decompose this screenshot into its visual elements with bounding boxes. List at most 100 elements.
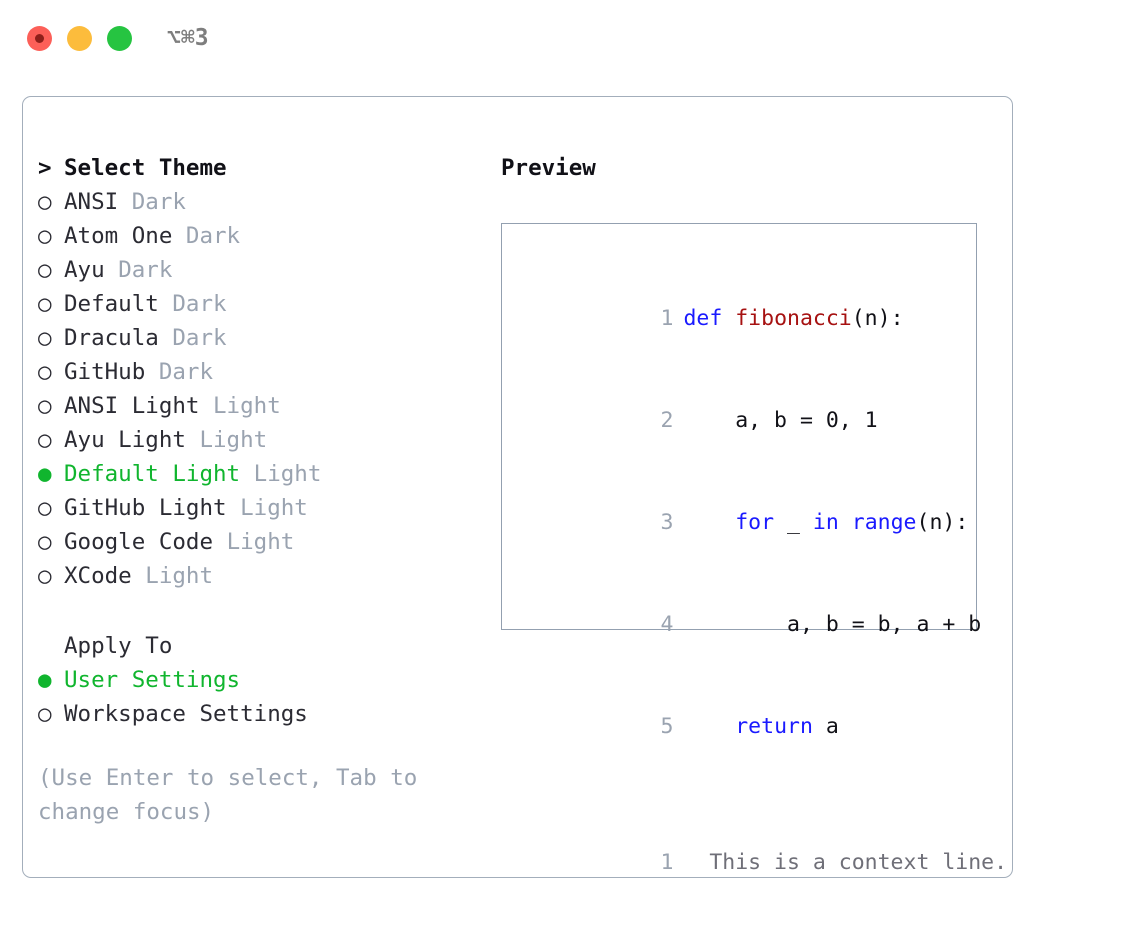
- theme-option-label: ANSI: [64, 189, 119, 215]
- code-token-function: fibonacci: [735, 306, 852, 331]
- window-title: ⌥⌘3: [167, 25, 209, 51]
- code-line: 2 a, b = 0, 1: [502, 370, 976, 472]
- apply-option-label: Workspace Settings: [64, 701, 308, 727]
- apply-option-label: User Settings: [64, 667, 241, 693]
- theme-list-column: >Select Theme ○ANSI Dark ○Atom One Dark …: [38, 151, 478, 829]
- diff-spacer: [502, 778, 976, 812]
- theme-option-variant: Light: [226, 529, 295, 555]
- theme-option-dracula-dark[interactable]: ○Dracula Dark: [38, 321, 478, 355]
- radio-unselected-icon[interactable]: ○: [38, 325, 52, 351]
- radio-unselected-icon[interactable]: ○: [38, 393, 52, 419]
- theme-option-variant: Light: [213, 393, 281, 419]
- traffic-light-group: [27, 26, 132, 51]
- hint-spacer: [38, 731, 478, 761]
- theme-option-github-light[interactable]: ○ GitHub Light Light: [38, 491, 478, 525]
- line-number: 5: [660, 714, 674, 739]
- select-theme-heading: > Select Theme: [38, 151, 478, 185]
- radio-selected-icon[interactable]: ●: [38, 461, 52, 487]
- diff-line-deleted: 2- This line was deleted.: [502, 914, 976, 934]
- code-token-keyword: in: [812, 510, 839, 535]
- theme-option-variant: Light: [145, 563, 214, 589]
- code-line: 5 return a: [502, 676, 976, 778]
- code-token-keyword: return: [735, 714, 813, 739]
- radio-unselected-icon[interactable]: ○: [38, 701, 52, 727]
- radio-unselected-icon[interactable]: ○: [38, 563, 52, 589]
- theme-option-variant: Dark: [131, 189, 186, 215]
- code-token-keyword: for: [735, 510, 775, 535]
- theme-option-label: Atom One: [64, 223, 173, 249]
- radio-unselected-icon[interactable]: ○: [38, 291, 52, 317]
- theme-option-ayu-dark[interactable]: ○ Ayu Dark: [38, 253, 478, 287]
- theme-option-atom-one-dark[interactable]: ○ Atom One Dark: [38, 219, 478, 253]
- preview-heading: Preview: [501, 155, 596, 181]
- keyboard-hint-text: (Use Enter to select, Tab to change focu…: [38, 765, 431, 825]
- theme-option-label: GitHub Light: [64, 495, 227, 521]
- code-token-plain: (n):: [916, 510, 969, 535]
- apply-option-workspace-settings[interactable]: ○ Workspace Settings: [38, 697, 478, 731]
- apply-option-user-settings[interactable]: ● User Settings: [38, 663, 478, 697]
- code-token-plain: [839, 510, 852, 535]
- title-bar: ⌥⌘3: [0, 0, 1140, 78]
- theme-option-label: GitHub: [64, 359, 146, 385]
- theme-option-variant: Light: [199, 427, 268, 453]
- theme-option-label: Ayu Light: [64, 427, 186, 453]
- radio-unselected-icon[interactable]: ○: [38, 223, 52, 249]
- theme-option-label: Default Light: [64, 461, 241, 487]
- code-token-plain: _: [774, 510, 813, 535]
- code-token-plain: a, b = 0, 1: [683, 408, 878, 433]
- radio-unselected-icon[interactable]: ○: [38, 427, 52, 453]
- line-number: 1: [660, 850, 674, 875]
- indent-spacer: >: [38, 629, 64, 663]
- theme-picker-panel: >Select Theme ○ANSI Dark ○Atom One Dark …: [22, 96, 1013, 878]
- code-token-plain: a, b = b, a + b: [683, 612, 982, 637]
- theme-option-ansi-dark[interactable]: ○ ANSI Dark: [38, 185, 478, 219]
- theme-option-github-dark[interactable]: ○ GitHub Dark: [38, 355, 478, 389]
- radio-selected-icon[interactable]: ●: [38, 667, 52, 693]
- theme-option-xcode-light[interactable]: ○XCode Light: [38, 559, 478, 593]
- line-number: 3: [660, 510, 674, 535]
- radio-unselected-icon[interactable]: ○: [38, 257, 52, 283]
- cursor-caret-icon: >: [38, 155, 52, 181]
- theme-option-label: Ayu: [64, 257, 105, 283]
- theme-option-variant: Dark: [172, 291, 227, 317]
- select-theme-heading-label: Select Theme: [64, 155, 227, 181]
- maximize-button-icon[interactable]: [107, 26, 132, 51]
- code-line: 3 for _ in range(n):: [502, 472, 976, 574]
- theme-option-label: Google Code: [64, 529, 214, 555]
- section-spacer: [38, 593, 478, 629]
- theme-option-label: Dracula: [64, 325, 159, 351]
- theme-option-variant: Dark: [158, 359, 214, 385]
- radio-unselected-icon[interactable]: ○: [38, 495, 52, 521]
- diff-line-context: 1 This is a context line.: [502, 812, 1008, 914]
- line-number: 1: [660, 306, 674, 331]
- line-number: 4: [660, 612, 674, 637]
- theme-option-google-code-light[interactable]: ○ Google Code Light: [38, 525, 478, 559]
- code-line: 4 a, b = b, a + b: [502, 574, 982, 676]
- apply-to-heading-label: Apply To: [64, 633, 173, 659]
- theme-option-label: ANSI Light: [64, 393, 200, 419]
- radio-unselected-icon[interactable]: ○: [38, 359, 52, 385]
- minimize-button-icon[interactable]: [67, 26, 92, 51]
- code-token-plain: [683, 714, 735, 739]
- theme-option-default-dark[interactable]: ○ Default Dark: [38, 287, 478, 321]
- theme-option-variant: Light: [240, 495, 308, 521]
- theme-option-ansi-light[interactable]: ○ ANSI Light Light: [38, 389, 478, 423]
- theme-option-label: Default: [64, 291, 159, 317]
- theme-option-variant: Light: [253, 461, 322, 487]
- theme-option-variant: Dark: [118, 257, 173, 283]
- code-token-plain: a: [812, 714, 839, 739]
- theme-option-ayu-light[interactable]: ○ Ayu Light Light: [38, 423, 478, 457]
- code-token-plain: [683, 510, 735, 535]
- close-button-icon[interactable]: [27, 26, 52, 51]
- line-number: 2: [660, 408, 674, 433]
- theme-option-default-light[interactable]: ● Default Light Light: [38, 457, 478, 491]
- apply-to-heading: >Apply To: [38, 629, 478, 663]
- theme-option-variant: Dark: [185, 223, 241, 249]
- code-token-keyword: range: [851, 510, 917, 535]
- radio-unselected-icon[interactable]: ○: [38, 189, 52, 215]
- radio-unselected-icon[interactable]: ○: [38, 529, 52, 555]
